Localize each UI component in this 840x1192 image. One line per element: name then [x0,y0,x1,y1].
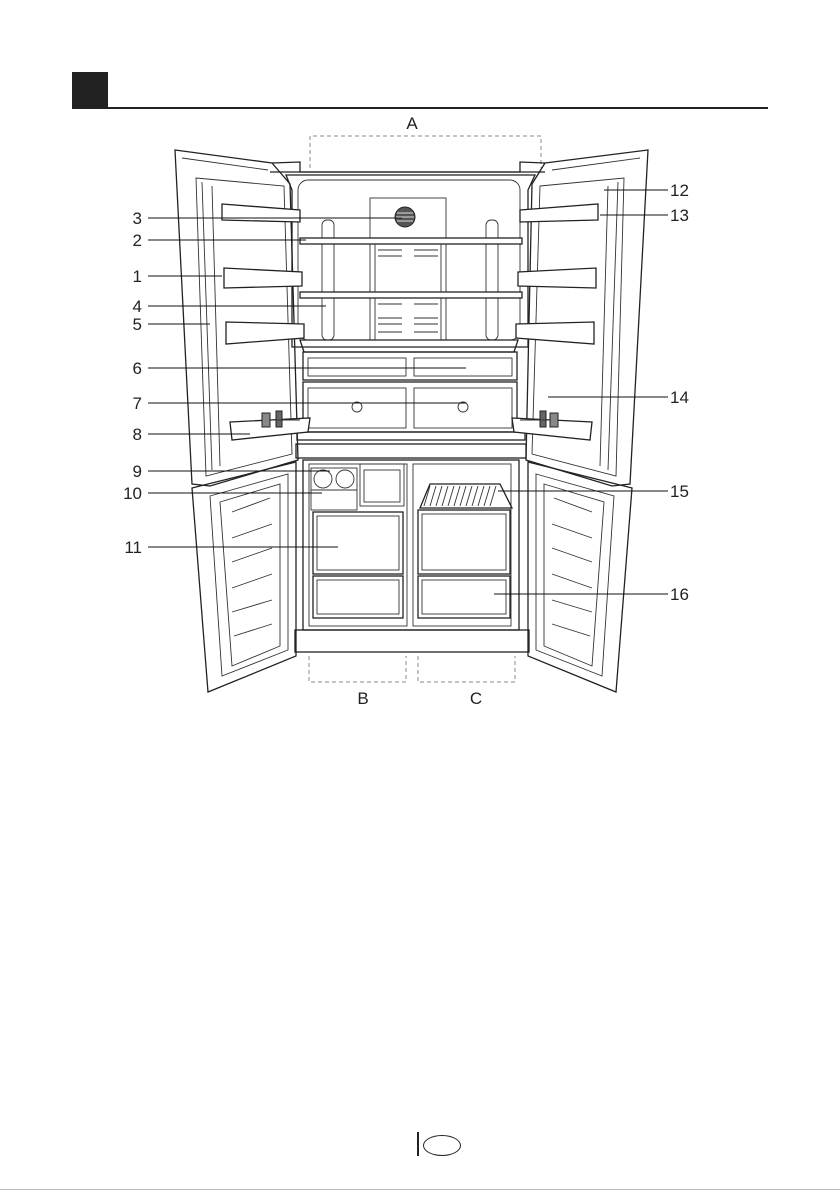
callout-9: 9 [133,462,142,481]
section-label-a: A [406,114,418,133]
section-a-bracket [310,136,541,168]
rear-vents [378,250,438,332]
bottom-rule [0,1189,840,1190]
page-number [423,1135,462,1157]
callout-4: 4 [133,297,142,316]
right-lower-door [528,462,632,692]
callout-16: 16 [670,585,689,604]
section-c-bracket [418,656,515,682]
callout-6: 6 [133,359,142,378]
section-b-bracket [309,656,406,682]
callout-5: 5 [133,315,142,334]
callout-leaders [148,190,668,594]
callout-1: 1 [133,267,142,286]
crisper-section [296,340,526,458]
right-upper-door [512,150,648,486]
section-label-b: B [357,689,368,708]
fridge-body [270,162,545,347]
page-footer-bar [417,1132,419,1156]
left-lower-door [192,462,296,692]
callout-13: 13 [670,206,689,225]
left-upper-door [175,150,310,486]
glass-shelf-lower [300,292,522,298]
callout-12: 12 [670,181,689,200]
callout-11: 11 [124,538,142,557]
callout-10: 10 [123,484,142,503]
glass-shelf-upper [300,238,522,244]
chiller-divider [296,444,526,458]
callout-7: 7 [133,394,142,413]
freezer-section [295,460,529,652]
callout-14: 14 [670,388,689,407]
section-label-c: C [470,689,482,708]
callout-2: 2 [133,231,142,250]
callout-8: 8 [133,425,142,444]
callout-15: 15 [670,482,689,501]
callout-3: 3 [133,209,142,228]
